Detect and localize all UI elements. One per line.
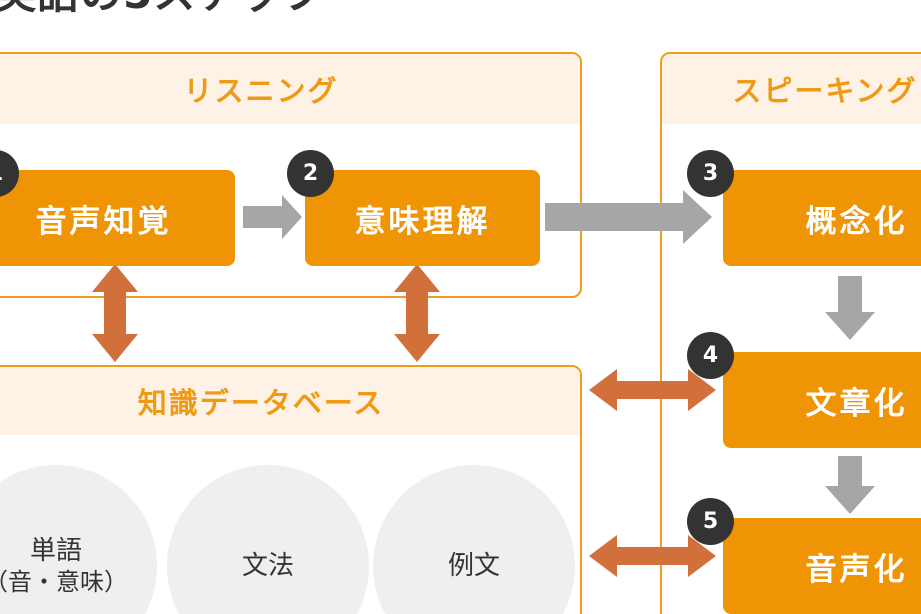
step-badge-1: 1 [0, 150, 19, 197]
knowledge-circle-example[interactable]: 例文 [373, 465, 575, 614]
step-box-3-label: 概念化 [805, 203, 908, 240]
step-badge-2: 2 [287, 150, 334, 197]
panel-listening-heading: リスニング [0, 54, 580, 124]
step-box-5[interactable]: 音声化 [723, 518, 921, 614]
panel-speaking-heading: スピーキング [662, 54, 921, 124]
step-box-2-label: 意味理解 [354, 203, 491, 240]
step-box-1-label: 音声知覚 [35, 203, 172, 240]
knowledge-circle-word-label: 単語 [29, 535, 82, 566]
knowledge-circle-grammar-label: 文法 [241, 550, 294, 581]
knowledge-circle-grammar[interactable]: 文法 [167, 465, 369, 614]
step-badge-4: 4 [687, 332, 734, 379]
step-badge-5: 5 [687, 498, 734, 545]
step-badge-3: 3 [687, 150, 734, 197]
step-box-2[interactable]: 意味理解 [305, 170, 540, 266]
knowledge-circle-word-sub: （音・意味） [0, 568, 128, 597]
knowledge-circle-example-label: 例文 [447, 550, 500, 581]
step-box-4[interactable]: 文章化 [723, 352, 921, 448]
step-box-3[interactable]: 概念化 [723, 170, 921, 266]
step-box-1[interactable]: 音声知覚 [0, 170, 235, 266]
step-box-5-label: 音声化 [805, 551, 908, 588]
page-title: 英語の5ステップ [0, 0, 325, 21]
panel-knowledge-heading: 知識データベース [0, 367, 580, 435]
step-box-4-label: 文章化 [805, 385, 908, 422]
